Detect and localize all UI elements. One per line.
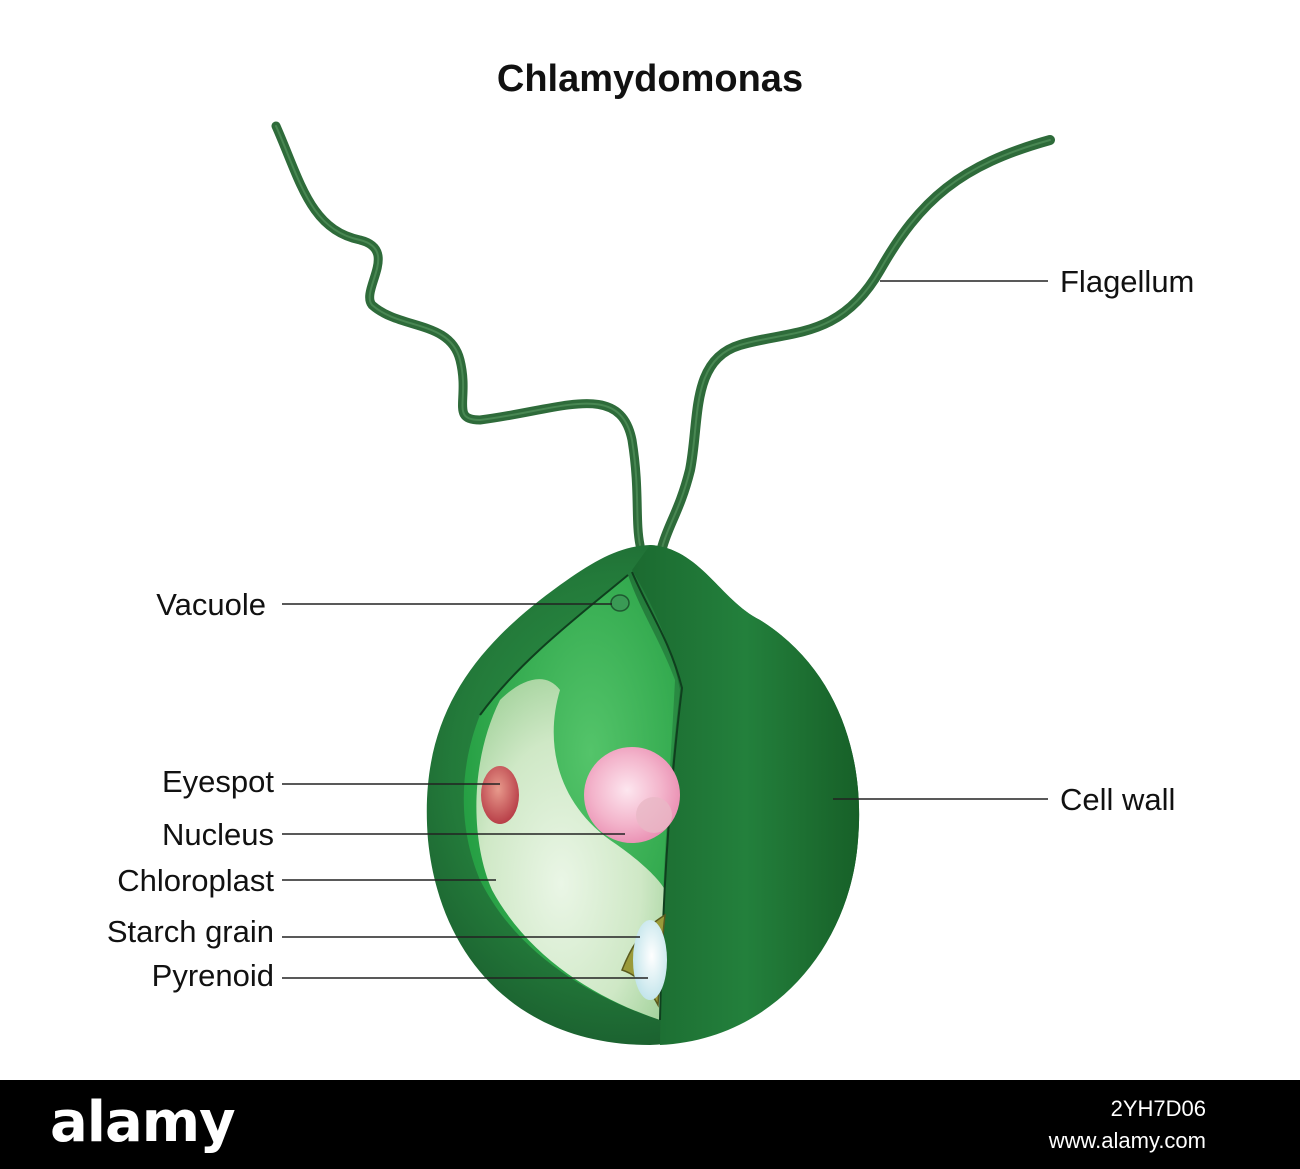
leader-lines	[282, 280, 1048, 979]
label-pyrenoid: Pyrenoid	[151, 958, 274, 993]
alamy-logo: alamy	[50, 1090, 236, 1155]
eyespot	[481, 766, 519, 824]
watermark-footer: alamy 2YH7D06 www.alamy.com	[0, 1080, 1300, 1169]
label-cell-wall: Cell wall	[1060, 782, 1176, 817]
pyrenoid	[633, 920, 667, 1000]
left-flagellum	[271, 121, 645, 550]
site-url: www.alamy.com	[1048, 1128, 1206, 1153]
vacuole	[610, 594, 630, 612]
label-nucleus: Nucleus	[162, 817, 274, 852]
chlamydomonas-diagram	[271, 121, 1055, 1045]
diagram-title: Chlamydomonas	[496, 58, 804, 100]
label-chloroplast: Chloroplast	[117, 863, 274, 898]
right-flagellum-highlight	[661, 139, 1051, 549]
nucleolus	[636, 797, 672, 833]
left-flagellum-highlight	[275, 125, 641, 546]
label-starch-grain: Starch grain	[106, 914, 274, 949]
image-id: 2YH7D06	[1110, 1096, 1206, 1121]
label-vacuole: Vacuole	[156, 587, 266, 622]
right-flagellum	[657, 135, 1055, 553]
label-flagellum: Flagellum	[1060, 264, 1195, 299]
label-eyespot: Eyespot	[161, 764, 274, 799]
chloroplast	[476, 679, 665, 1020]
cut-edge-left-line	[479, 574, 629, 716]
cell-wall-right-half	[632, 545, 860, 1045]
